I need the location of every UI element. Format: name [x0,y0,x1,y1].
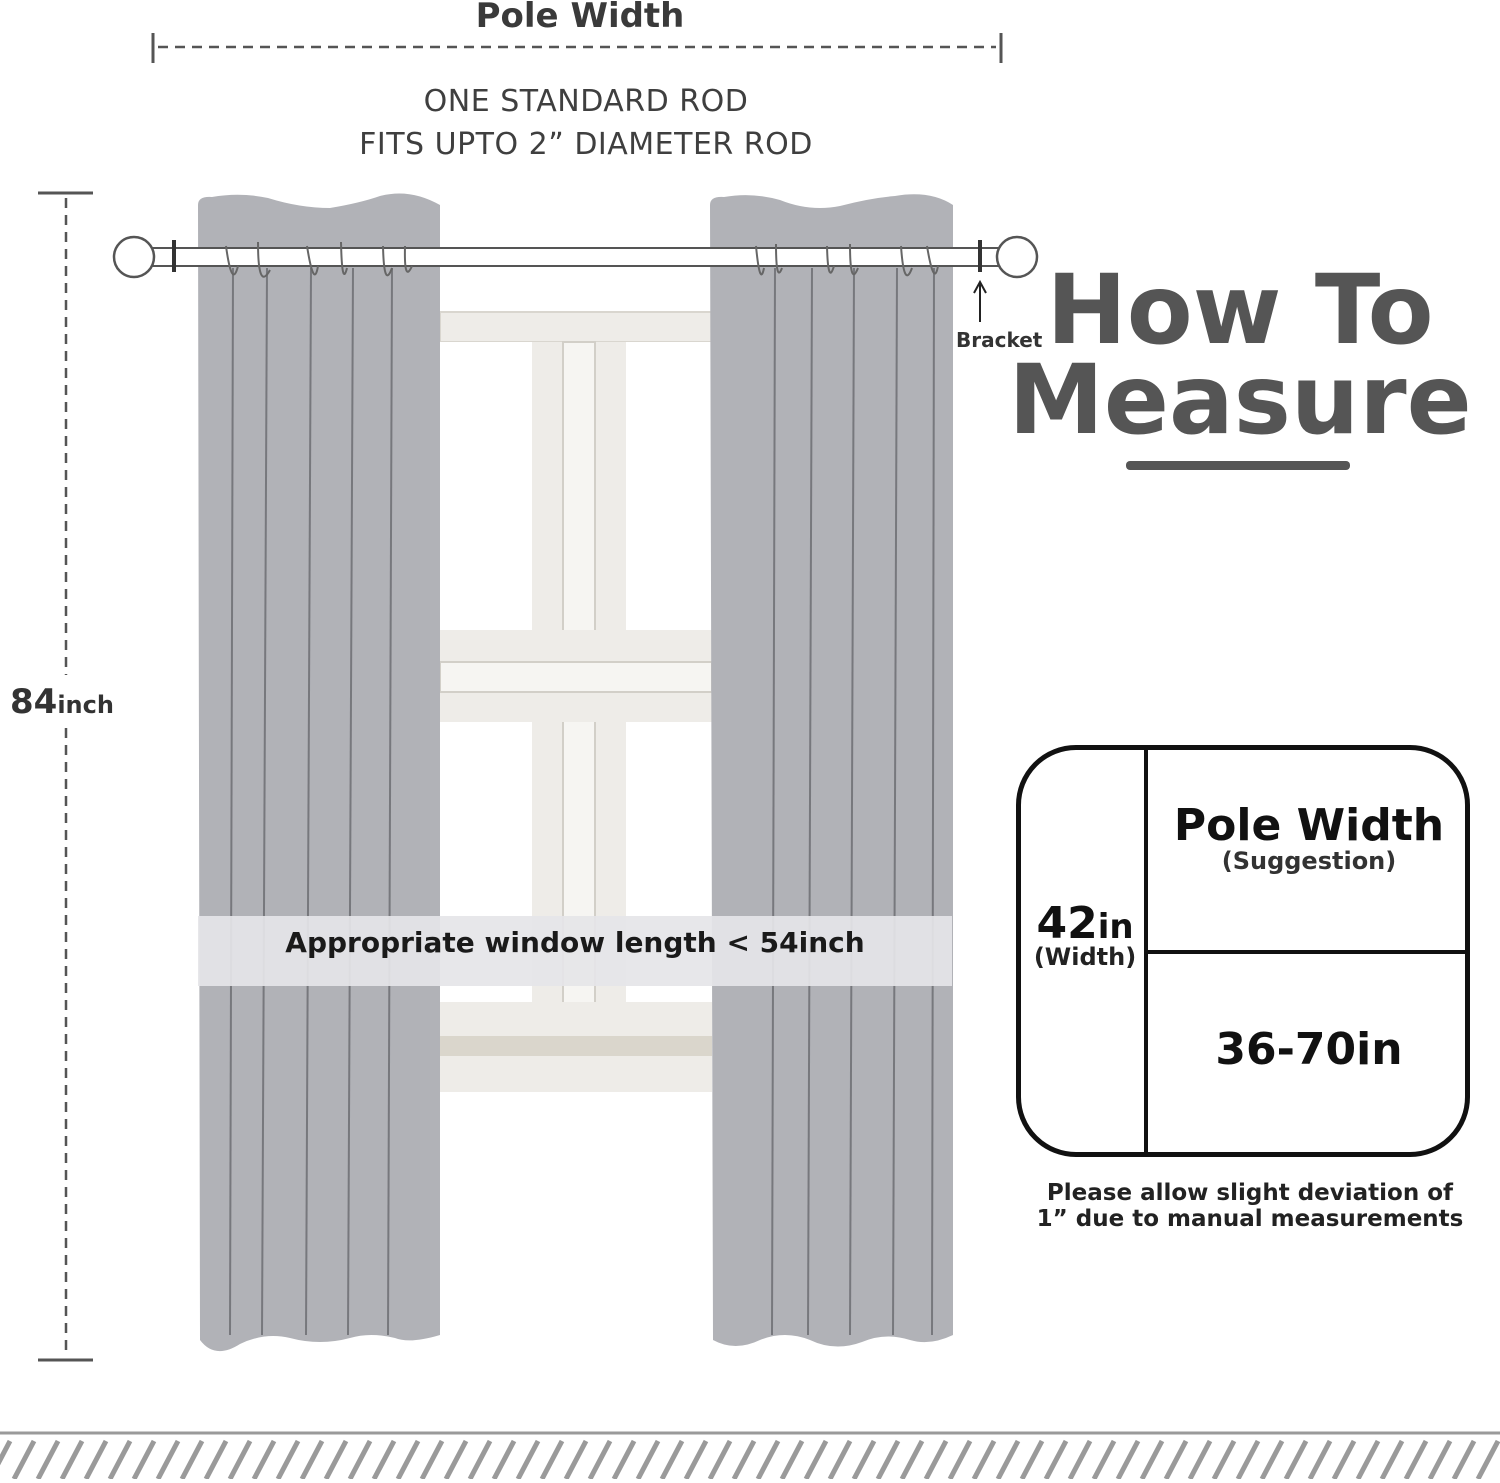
floor-hatch-mark [803,1439,829,1481]
bracket-label: Bracket [956,328,1043,352]
pole-width-title: Pole Width [1173,800,1445,851]
pole-width-suggestion: (Suggestion) [1221,847,1397,875]
floor-hatch-mark [731,1439,757,1481]
floor-hatch-mark [1211,1439,1237,1481]
floor-hatch-mark [0,1439,13,1466]
floor-hatch-mark [827,1439,853,1481]
floor-hatch-mark [1283,1439,1309,1481]
floor-hatch-mark [395,1439,421,1481]
floor-hatch-mark [1331,1439,1357,1481]
rod-note-line1: ONE STANDARD ROD [423,84,749,119]
pole-width-range: 36-70in [1215,1024,1403,1075]
floor-hatch-mark [347,1439,373,1481]
floor-hatch-mark [539,1439,565,1481]
title-underline [1126,461,1350,470]
floor-hatch-mark [515,1439,541,1481]
floor-hatch-mark [1019,1439,1045,1481]
floor-hatch-mark [635,1439,661,1481]
floor-hatch-mark [707,1439,733,1481]
floor-hatch-mark [1427,1439,1453,1481]
width-label: (Width) [1033,943,1137,971]
floor-hatch-mark [1235,1439,1261,1481]
height-value: 84 [10,682,58,722]
floor-hatch-mark [35,1439,61,1481]
floor-hatch-mark [1139,1439,1165,1481]
floor-hatch-mark [131,1439,157,1481]
floor-hatch-mark [1475,1439,1500,1481]
floor-hatch-mark [683,1439,709,1481]
floor-hatch-mark [587,1439,613,1481]
width-value: 42 [1036,898,1098,949]
window-length-band [198,916,952,986]
floor-hatch-mark [11,1439,37,1481]
height-unit: inch [57,691,114,719]
left-curtain [198,193,440,1352]
floor-hatch-mark [179,1439,205,1481]
floor-hatch-mark [1307,1439,1333,1481]
floor-hatch-mark [419,1439,445,1481]
floor-hatch-mark [1187,1439,1213,1481]
floor-hatch-mark [83,1439,109,1481]
pole-width-dimension [151,33,1003,63]
pole-width-cell: Pole Width (Suggestion) [1148,800,1470,875]
floor-hatch-mark [923,1439,949,1481]
floor-hatch-mark [467,1439,493,1481]
floor-hatch-mark [227,1439,253,1481]
floor-hatch-mark [1163,1439,1189,1481]
width-cell: 42in (Width) [1020,898,1150,971]
floor-hatch-mark [1067,1439,1093,1481]
floor-hatch-mark [563,1439,589,1481]
floor-hatch-mark [1403,1439,1429,1481]
floor-hatch-mark [443,1439,469,1481]
floor-hatch-mark [659,1439,685,1481]
floor-hatch-mark [755,1439,781,1481]
height-label: 84inch [10,682,114,722]
height-dimension [38,191,93,1362]
floor-hatch-mark [971,1439,997,1481]
floor-hatch-mark [59,1439,85,1481]
floor-hatch-mark [1043,1439,1069,1481]
floor-hatch-mark [1259,1439,1285,1481]
floor-hatch-mark [371,1439,397,1481]
floor-hatch-mark [851,1439,877,1481]
floor-hatch-mark [1379,1439,1405,1481]
floor-hatch-mark [299,1439,325,1481]
floor-hatch-mark [107,1439,133,1481]
floor-hatch-mark [323,1439,349,1481]
floor-hatch-mark [947,1439,973,1481]
window-length-label: Appropriate window length < 54inch [285,926,865,959]
floor-hatch-mark [491,1439,517,1481]
width-unit: in [1097,907,1134,947]
floor-hatch-mark [155,1439,181,1481]
floor-hatch-mark [1355,1439,1381,1481]
right-curtain [710,194,953,1347]
floor-hatch-mark [203,1439,229,1481]
pole-width-label: Pole Width [475,0,685,36]
title-line1: How To [1046,254,1434,366]
footnote-line1: Please allow slight deviation of [1046,1180,1454,1206]
floor-hatch-mark [1091,1439,1117,1481]
footnote-line2: 1” due to manual measurements [1036,1206,1464,1232]
floor-hatch-mark [875,1439,901,1481]
floor [0,1431,1500,1481]
floor-hatch-mark [1451,1439,1477,1481]
curtain-rod [112,235,1039,279]
floor-hatch-mark [899,1439,925,1481]
floor-hatch-mark [611,1439,637,1481]
floor-hatch-mark [995,1439,1021,1481]
title-line2: Measure [1008,344,1472,456]
size-table-dividers [1144,747,1470,1157]
rod-note-line2: FITS UPTO 2” DIAMETER ROD [359,127,813,162]
floor-hatch-mark [251,1439,277,1481]
size-table [1016,745,1470,1157]
bracket-arrow-icon [973,279,987,322]
floor-hatch-mark [779,1439,805,1481]
floor-hatch-mark [275,1439,301,1481]
floor-hatch-mark [1115,1439,1141,1481]
